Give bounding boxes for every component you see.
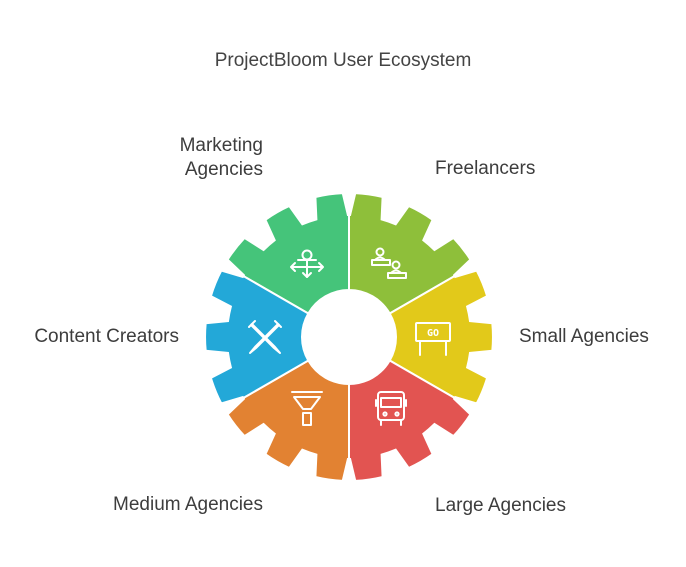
label-freelancers: Freelancers <box>435 158 536 179</box>
gear-center-hole <box>302 290 396 384</box>
label-small-agencies: Small Agencies <box>519 326 649 347</box>
people-desks-icon <box>371 247 407 279</box>
person-direction-icon <box>290 249 324 278</box>
label-marketing-line2: Agencies <box>184 159 263 180</box>
pencils-icon <box>248 320 282 354</box>
go-sign-text: GO <box>427 328 439 339</box>
label-marketing-line1: Marketing <box>179 135 263 156</box>
label-marketing-agencies: Marketing Agencies <box>180 134 263 182</box>
label-large-agencies: Large Agencies <box>435 495 566 516</box>
label-medium-agencies: Medium Agencies <box>113 494 263 515</box>
diagram-title: ProjectBloom User Ecosystem <box>214 50 472 71</box>
funnel-icon <box>291 391 323 426</box>
bus-icon <box>375 391 407 426</box>
go-sign-icon: GO <box>415 322 451 356</box>
label-content-creators: Content Creators <box>34 326 179 347</box>
